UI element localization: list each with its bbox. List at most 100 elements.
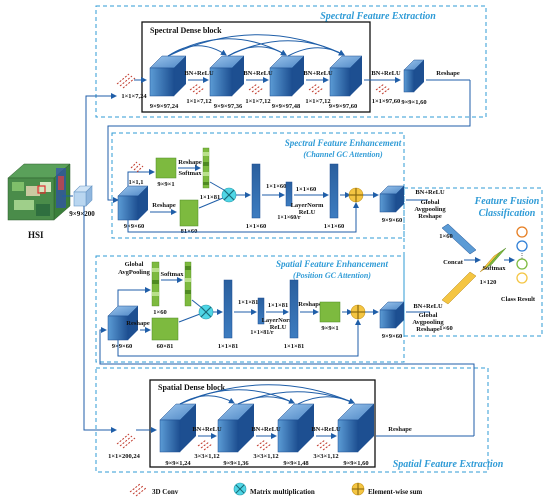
spectral-conv-icon-last <box>375 83 391 95</box>
position-block-to-mul <box>178 313 201 323</box>
position-layernorm-label: LayerNorm <box>262 317 295 324</box>
position-softmax-label: Softmax <box>160 271 184 278</box>
position-matmul-op <box>198 304 214 320</box>
spatial-conv-label-3: 3×3×1,12 <box>253 453 278 460</box>
patch-to-spectral-line <box>85 93 117 186</box>
legend-matmul-label: Matrix multiplication <box>250 488 315 496</box>
spectral-out-shape: 9×9×1,60 <box>401 99 426 106</box>
spectral-extraction-title: Spectral Feature Extraction <box>320 11 436 22</box>
position-global-label: Global <box>125 261 144 268</box>
channel-reduced-strip <box>285 181 293 207</box>
position-reduced-shape: 1×1×81 <box>268 302 288 309</box>
spectral-bnrelu-2: BN+ReLU <box>243 70 273 77</box>
fusion-bottom-shape: 1×60 <box>439 325 452 332</box>
spectral-out-cube <box>403 59 425 93</box>
fusion-top-global: Global <box>421 199 440 206</box>
legend-sum-icon <box>351 482 365 496</box>
position-1x60-shape: 1×60 <box>153 309 166 316</box>
spectral-extraction-box <box>95 5 487 118</box>
spatial-conv-label-2: 3×3×1,12 <box>194 453 219 460</box>
position-reduced-strip <box>257 297 265 325</box>
channel-conv-label: 1×1,1 <box>128 179 143 186</box>
spectral-shape-3: 9×9×97,48 <box>272 103 301 110</box>
spectral-link-3 <box>306 77 329 95</box>
spectral-conv-label-last: 1×1×97,60 <box>372 98 401 105</box>
spatial-cube-3 <box>277 403 315 453</box>
channel-reduced-shape: 1×1×60 <box>296 186 316 193</box>
channel-strip-to-mul <box>209 181 225 191</box>
spectral-shape-1: 9×9×97,24 <box>150 103 179 110</box>
spatial-dense-block-title: Spatial Dense block <box>158 383 226 392</box>
feature-fusion-title: Feature Fusion <box>474 196 540 207</box>
channel-branch-top <box>127 169 155 186</box>
spectral-conv-label-2: 1×1×7,12 <box>186 98 211 105</box>
legend-conv-label: 3D Conv <box>152 488 179 496</box>
position-gc-title: (Position GC Attention) <box>293 271 371 280</box>
legend-conv-icon <box>129 483 147 497</box>
channel-layernorm-label: LayerNorm <box>291 202 324 209</box>
spectral-bnrelu-4: BN+ReLU <box>371 70 401 77</box>
hsi-cube <box>7 163 71 221</box>
position-input-shape: 9×9×60 <box>112 343 132 350</box>
channel-1160-top-label: 1×1×60 <box>266 183 286 190</box>
hsi-label: HSI <box>28 230 44 240</box>
channel-sum-op <box>348 187 364 203</box>
spectral-shape-4: 9×9×97,60 <box>329 103 358 110</box>
position-60x81-block <box>151 317 179 341</box>
legend-sum-label: Element-wise sum <box>368 488 422 496</box>
fusion-top-bnrelu: BN+ReLU <box>415 189 445 196</box>
spatial-link-2 <box>256 433 277 451</box>
spatial-dense-arcs <box>179 384 355 405</box>
spectral-enhancement-box <box>111 132 405 239</box>
spectral-reshape-label: Reshape <box>436 70 460 77</box>
spectral-to-gc-line <box>107 80 471 203</box>
channel-reduced-bottom-label: 1×1×60/r <box>277 215 301 221</box>
position-relu-label: ReLU <box>270 324 287 331</box>
fusion-concat-label: Concat <box>443 259 464 266</box>
spatial-link-1 <box>197 433 217 451</box>
spectral-cube-2 <box>209 55 245 97</box>
position-green-shape: 9×9×1 <box>321 325 338 332</box>
channel-softmax-strip <box>202 147 210 189</box>
spectral-cube-4 <box>329 55 363 97</box>
spectral-link-2 <box>246 77 269 95</box>
channel-gc-title: (Channel GC Attention) <box>303 150 383 159</box>
position-1x81-strip <box>289 279 299 339</box>
position-softmax-strip <box>184 261 192 307</box>
fusion-bottom-bnrelu: BN+ReLU <box>413 303 443 310</box>
fusion-class-circles: ⋮ <box>516 226 528 284</box>
spectral-cube-3 <box>269 55 305 97</box>
spatial-bnrelu-3: BN+ReLU <box>311 426 341 433</box>
channel-out-cube <box>379 185 405 213</box>
channel-81x60-block <box>179 199 199 227</box>
spatial-bnrelu-2: BN+ReLU <box>251 426 281 433</box>
channel-block-to-mul <box>198 197 224 209</box>
patch-to-spatial-line <box>83 206 117 433</box>
fusion-bottom-global: Global <box>419 312 438 319</box>
input-patch-size: 9×9×200 <box>69 210 95 218</box>
channel-1x60-strip <box>329 163 339 219</box>
position-avgpooling-label: AvgPooling <box>118 269 150 276</box>
spectral-conv-label-3: 1×1×7,12 <box>245 98 270 105</box>
spatial-conv-label-first: 1×1×200,24 <box>108 453 141 460</box>
position-1181-bottom-label: 1×1×81 <box>218 343 238 350</box>
spectral-shape-2: 9×9×97,36 <box>214 103 243 110</box>
fusion-top-shape: 1×60 <box>439 233 452 240</box>
channel-matmul-op <box>221 187 237 203</box>
position-1x81-label: 1×1×81 <box>284 343 304 350</box>
spatial-enhancement-title: Spatial Feature Enhancement <box>276 259 389 269</box>
channel-reshape-label-top: Reshape <box>178 159 202 166</box>
feature-fusion-box <box>403 187 543 337</box>
channel-relu-label: ReLU <box>299 209 316 216</box>
position-strip-to-mul <box>191 299 203 309</box>
spatial-link-3 <box>316 433 337 451</box>
position-reshape-label-2: Reshape <box>298 301 322 308</box>
fusion-class-result: Class Result <box>501 296 536 303</box>
spectral-dense-block-box <box>141 21 371 113</box>
channel-softmax-label: Softmax <box>178 170 202 177</box>
position-1181-top-label: 1×1×81 <box>238 299 258 306</box>
fusion-top-reshape: Reshape <box>418 213 442 220</box>
position-green-square <box>319 301 341 323</box>
spatial-bnrelu-1: BN+ReLU <box>192 426 222 433</box>
